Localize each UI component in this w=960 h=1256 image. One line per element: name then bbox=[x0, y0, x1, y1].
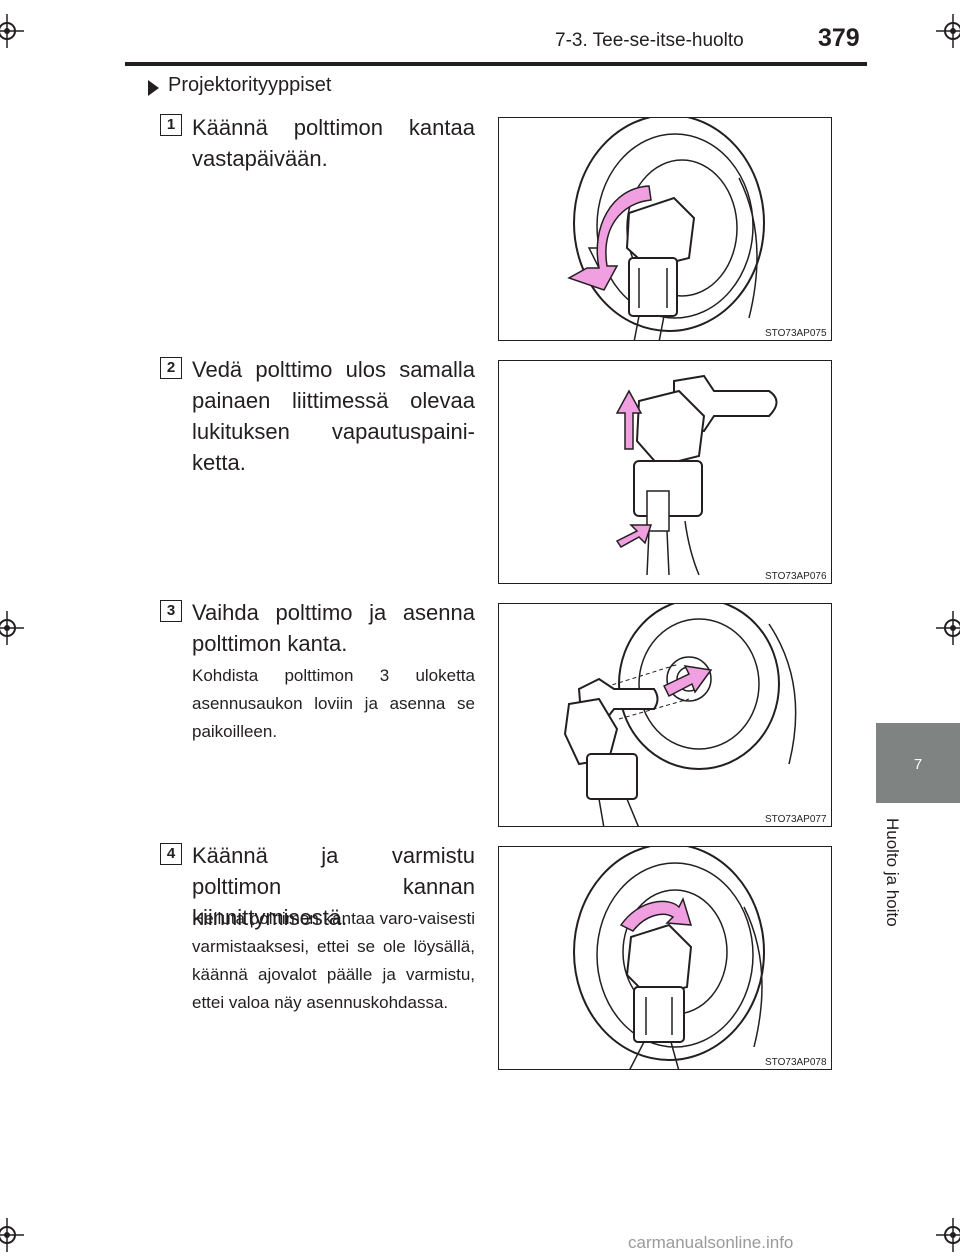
step-4-number: 4 bbox=[160, 843, 182, 865]
header-rule bbox=[125, 62, 867, 66]
page-number: 379 bbox=[818, 24, 860, 52]
step-2-figure: STO73AP076 bbox=[498, 360, 832, 584]
chapter-tab-title: Huolto ja hoito bbox=[876, 818, 912, 978]
section-bullet-icon bbox=[148, 80, 159, 96]
registration-mark-mid-right bbox=[936, 611, 960, 645]
step-4-subtext: Heiluta polttimon kantaa varo-vaisesti v… bbox=[192, 909, 475, 1012]
section-title: Projektorityyppiset bbox=[168, 74, 332, 96]
step-3-figure-code: STO73AP077 bbox=[765, 814, 827, 825]
step-2-text: Vedä polttimo ulos samalla painaen liitt… bbox=[192, 357, 475, 475]
bulb-insert-alignment-illustration: STO73AP077 bbox=[563, 604, 827, 826]
chapter-tab bbox=[876, 723, 960, 803]
chapter-tab-title-text: Huolto ja hoito bbox=[883, 818, 902, 927]
header-section-title: 7-3. Tee-se-itse-huolto bbox=[555, 30, 744, 51]
step-4-text: Käännä ja varmistu polttimon kannan kiin… bbox=[192, 843, 475, 930]
step-3-subtext: Kohdista polttimon 3 uloketta asennusauk… bbox=[192, 666, 475, 741]
registration-mark-bottom-left bbox=[0, 1218, 24, 1252]
step-1-figure-code: STO73AP075 bbox=[765, 328, 827, 339]
step-3-number: 3 bbox=[160, 600, 182, 622]
watermark: carmanualsonline.info bbox=[628, 1233, 794, 1252]
registration-mark-top-left bbox=[0, 14, 24, 48]
step-4-figure-code: STO73AP078 bbox=[765, 1057, 827, 1068]
step-1-figure: STO73AP075 bbox=[498, 117, 832, 341]
bulb-lock-check-illustration: STO73AP078 bbox=[573, 847, 827, 1069]
chapter-tab-number: 7 bbox=[913, 756, 923, 773]
bulb-socket-twist-illustration: STO73AP075 bbox=[567, 118, 827, 340]
step-1-text: Käännä polttimon kantaa vastapäivään. bbox=[192, 115, 475, 171]
step-2-number: 2 bbox=[160, 357, 182, 379]
step-2-figure-code: STO73AP076 bbox=[765, 571, 827, 582]
registration-mark-bottom-right bbox=[936, 1218, 960, 1252]
bulb-pull-out-illustration: STO73AP076 bbox=[615, 374, 827, 582]
step-3-figure: STO73AP077 bbox=[498, 603, 832, 827]
registration-mark-top-right bbox=[936, 14, 960, 48]
step-3-text: Vaihda polttimo ja asenna polttimon kant… bbox=[192, 600, 475, 656]
step-1-number: 1 bbox=[160, 114, 182, 136]
registration-mark-mid-left bbox=[0, 611, 24, 645]
step-4-figure: STO73AP078 bbox=[498, 846, 832, 1070]
